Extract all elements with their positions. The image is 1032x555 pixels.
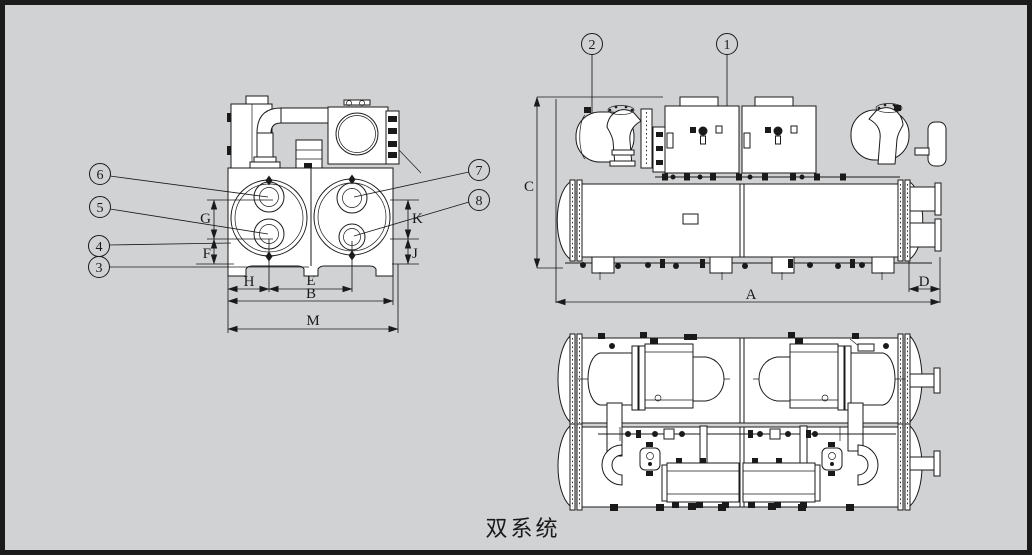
plan-sight-glass-boxes xyxy=(639,442,843,476)
callout-7: 7 xyxy=(468,159,490,181)
svg-text:1: 1 xyxy=(724,38,731,53)
control-panel-1 xyxy=(664,96,740,174)
callout-3: 3 xyxy=(88,256,110,278)
nameplate xyxy=(682,213,699,225)
side-view-vessel xyxy=(556,179,924,262)
callout-1: 1 xyxy=(716,33,738,55)
callout-6: 6 xyxy=(89,163,111,185)
end-view-callouts: 6 5 4 3 7 8 xyxy=(88,159,490,278)
plan-right-compressor xyxy=(753,338,905,411)
caption: 双系统 xyxy=(485,516,560,541)
plan-left-compressor xyxy=(578,334,730,411)
side-view-right-nozzles xyxy=(909,182,942,252)
side-view-bottom-piping xyxy=(565,256,932,280)
end-view-shell-body xyxy=(227,163,394,277)
svg-text:2: 2 xyxy=(589,38,596,53)
callout-2: 2 xyxy=(581,33,603,55)
dimension-label-g: G xyxy=(200,211,211,227)
callout-5: 5 xyxy=(89,196,111,218)
dimension-label-m: M xyxy=(306,313,319,329)
plan-view xyxy=(557,332,941,511)
svg-text:5: 5 xyxy=(97,201,104,216)
end-view-dimensions: G F K J H E B M xyxy=(196,199,423,333)
dimension-label-e: E xyxy=(306,273,315,289)
control-panel-2 xyxy=(741,96,817,174)
side-view-top-machinery xyxy=(575,96,947,181)
dimension-label-b: B xyxy=(306,286,316,302)
svg-text:7: 7 xyxy=(476,164,483,179)
end-view-compressor-motor xyxy=(327,99,389,165)
dimension-label-c: C xyxy=(524,179,534,195)
svg-text:3: 3 xyxy=(96,261,103,276)
plan-control-panels xyxy=(661,458,821,508)
dimension-label-a: A xyxy=(746,287,757,303)
end-view: G F K J H E B M 6 5 xyxy=(88,95,490,333)
dimension-label-k: K xyxy=(412,211,423,227)
side-view-dimensions: C A D xyxy=(524,96,941,306)
side-view: 2 1 xyxy=(524,33,947,306)
plan-center-piping xyxy=(598,425,896,464)
end-view-top-assembly xyxy=(227,95,422,174)
svg-text:6: 6 xyxy=(97,168,104,183)
svg-text:4: 4 xyxy=(96,240,103,255)
dimension-label-j: J xyxy=(412,246,418,262)
plan-right-nozzles xyxy=(909,367,941,477)
callout-4: 4 xyxy=(88,235,110,257)
dimension-label-h: H xyxy=(244,274,255,290)
callout-8: 8 xyxy=(468,189,490,211)
svg-text:8: 8 xyxy=(476,194,483,209)
dimension-label-d: D xyxy=(919,274,930,290)
plan-suction-elbows xyxy=(601,402,879,486)
dimension-label-f: F xyxy=(203,246,211,262)
